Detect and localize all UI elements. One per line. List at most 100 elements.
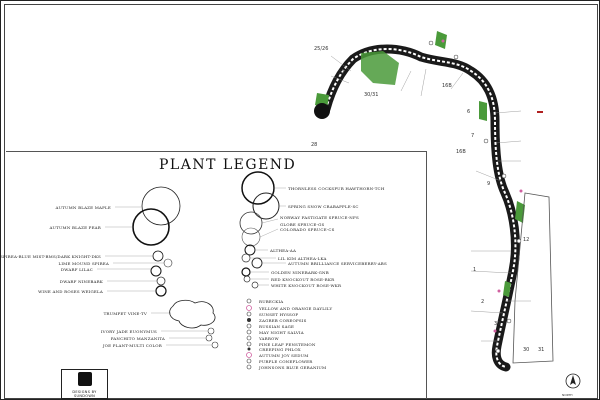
- yarrow-symbol: [246, 335, 252, 341]
- white-rose-symbol: [251, 281, 259, 289]
- hawthorn-symbol: [241, 171, 275, 205]
- legend-label: JOE PLANT-MULTI COLOR: [102, 343, 162, 348]
- site-number: 30: [523, 347, 530, 353]
- legend-label: AUTUMN BRILLIANCE SERVICEBERRY-ABS: [288, 261, 387, 266]
- legend-label: COLORADO SPRUCE-CS: [280, 227, 335, 232]
- site-number: 30/31: [364, 92, 379, 98]
- legend-label: PANCHITO MANZANITA: [110, 336, 165, 341]
- legend-label: LIME MOUND SPIREA: [58, 261, 109, 266]
- legend-label: ALTHEA-AA: [270, 248, 297, 253]
- logo-image-icon: [78, 372, 92, 386]
- legend-panel: [6, 151, 427, 399]
- trail-plant-symbols: [428, 40, 522, 354]
- site-number: 30: [494, 321, 501, 327]
- legend-label: GLOBE SPRUCE-GS: [280, 222, 325, 227]
- legend-label: DWARF LILAC: [60, 267, 93, 272]
- north-arrow-icon: [565, 373, 581, 389]
- legend-label: CREEPING PHLOX: [259, 347, 301, 352]
- planting-bed: [361, 51, 399, 85]
- legend-label: PINE LEAF PENSTEMON: [259, 342, 316, 347]
- logo-text: DESIGNS BY SUNDOWN: [72, 390, 97, 398]
- legend-label: DWARF NINEBARK: [59, 279, 103, 284]
- legend-label: SPIREA-BLUE MIST-BMS/DARK KNIGHT-DKS: [0, 254, 101, 259]
- golden-ninebark-symbol: [241, 267, 251, 277]
- legend-label: AUTUMN BLAZE PEAR: [49, 225, 101, 230]
- site-number: 12: [523, 237, 530, 243]
- coreopsis-symbol: [247, 318, 251, 322]
- site-number: 7: [471, 133, 475, 139]
- legend-label: RED KNOCKOUT ROSE-RKR: [271, 277, 335, 282]
- crabapple-symbol: [252, 192, 280, 220]
- trail-path: [325, 48, 517, 368]
- site-number: 16B: [442, 83, 452, 89]
- phlox-symbol: [247, 347, 251, 351]
- flower-markers: [441, 39, 523, 333]
- legend-label: SPRING SNOW CRABAPPLE-SC: [288, 204, 359, 209]
- legend-label: WHITE KNOCKOUT ROSE-WKR: [271, 283, 342, 288]
- legend-label: WINE AND ROSES WEIGELA: [38, 289, 103, 294]
- manzanita-symbol: [205, 334, 213, 342]
- legend-label: JOHNSONS BLUE GERANIUM: [259, 365, 327, 370]
- legend-leaders: [97, 187, 286, 346]
- legend-label: IVORY JADE EUONYMUS: [100, 329, 157, 334]
- sheet-border: [4, 4, 598, 399]
- legend-label: MAY NIGHT SALVIA: [259, 330, 304, 335]
- lilac-symbol: [150, 265, 162, 277]
- site-number: 6: [467, 109, 471, 115]
- parking-area: [512, 192, 554, 364]
- legend-label: YARROW: [259, 336, 279, 341]
- legend-label: GOLDEN NINEBARK-GNB: [271, 270, 329, 275]
- serviceberry-symbol: [251, 257, 263, 269]
- rubeckia-symbol: [246, 298, 252, 304]
- legend-label: RUBECKIA: [259, 299, 284, 304]
- legend-title: PLANT LEGEND: [159, 157, 297, 173]
- legend-label: RUSSIAN SAGE: [259, 324, 295, 329]
- north-label: NORTH: [562, 393, 573, 397]
- company-logo: DESIGNS BY SUNDOWN: [61, 369, 108, 399]
- penstemon-symbol: [246, 341, 252, 347]
- site-number: 9: [487, 181, 491, 187]
- legend-label: THORNLESS COCKSPUR HAWTHORN-TCH: [288, 186, 385, 191]
- coneflower-symbol: [246, 358, 252, 364]
- site-number: 22: [338, 70, 345, 76]
- lil-kim-symbol: [241, 253, 251, 263]
- legend-label: TRUMPET VINE-TV: [103, 311, 147, 316]
- leader-lines: [330, 55, 531, 342]
- geranium-symbol: [246, 364, 252, 370]
- ninebark-symbol: [156, 276, 166, 286]
- legend-label: LIL KIM ALTHEA-LKA: [278, 256, 327, 261]
- planting-bed: [479, 101, 487, 121]
- maple-symbol: [141, 186, 181, 226]
- legend-label: PURPLE CONEFLOWER: [259, 359, 313, 364]
- site-number: 25/26: [314, 46, 329, 52]
- sedum-symbol: [246, 352, 252, 358]
- pear-symbol: [132, 208, 170, 246]
- legend-label: SUNSET HYSSOP: [259, 312, 299, 317]
- joe-plant-symbol: [211, 341, 219, 349]
- legend-label: AUTUMN JOY SEDUM: [259, 353, 309, 358]
- site-number: 1: [473, 267, 477, 273]
- planting-bed: [503, 281, 511, 297]
- site-number: 2: [481, 299, 485, 305]
- lime-spirea-symbol: [163, 258, 173, 268]
- north-arrow-needle: [570, 375, 576, 385]
- althea-symbol: [244, 244, 256, 256]
- euonymus-symbol: [207, 327, 215, 335]
- colorado-spruce-symbol: [241, 227, 261, 247]
- legend-label: ZAGREB COREOPSIS: [259, 318, 307, 323]
- red-rose-symbol: [243, 275, 251, 283]
- legend-label: YELLOW AND ORANGE DAYLILY: [259, 306, 333, 311]
- daylily-symbol: [246, 305, 252, 311]
- site-number: 28: [311, 142, 318, 148]
- red-marker: [537, 111, 543, 113]
- weigela-symbol: [155, 285, 167, 297]
- salvia-symbol: [246, 329, 252, 335]
- planting-bed: [435, 31, 447, 49]
- hyssop-symbol: [246, 311, 252, 317]
- pond-feature: [314, 103, 330, 119]
- spirea-symbol: [152, 250, 164, 262]
- legend-label: AUTUMN BLAZE MAPLE: [55, 205, 111, 210]
